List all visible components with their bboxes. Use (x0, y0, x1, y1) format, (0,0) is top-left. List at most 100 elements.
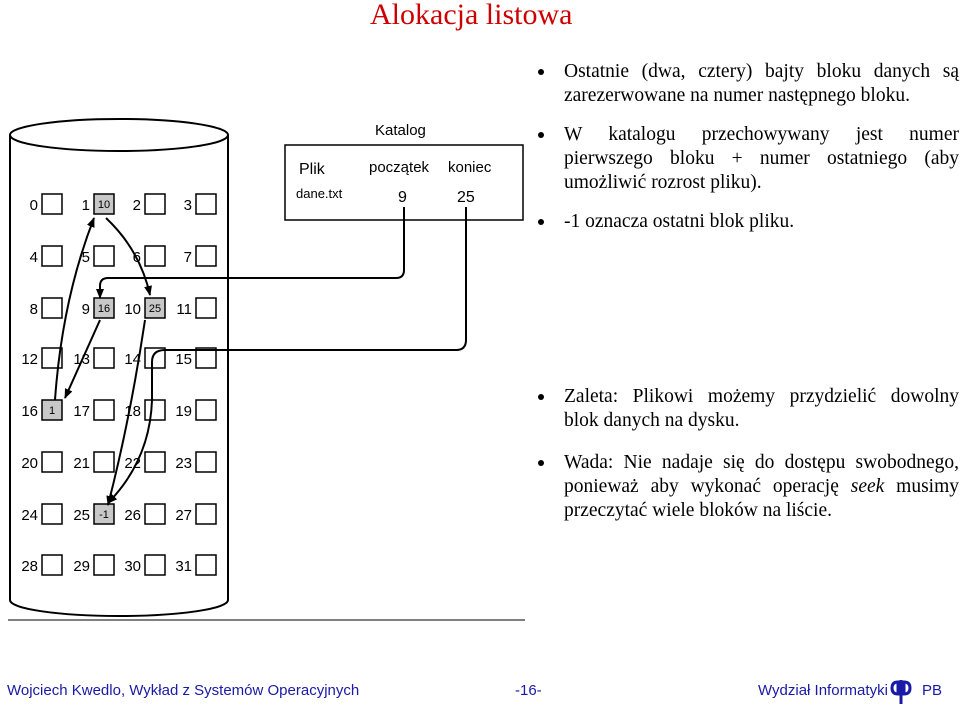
free-block (195, 347, 217, 369)
free-block (195, 451, 217, 473)
free-block (144, 503, 166, 525)
block-number-label: 23 (175, 455, 192, 472)
bullet-item: Ostatnie (dwa, cztery) bajty bloku danyc… (538, 60, 959, 108)
block-number-label: 17 (73, 403, 90, 420)
bullet-list-top: Ostatnie (dwa, cztery) bajty bloku danyc… (538, 60, 959, 249)
free-block (93, 554, 115, 576)
block-number-label: 1 (82, 197, 90, 214)
block-number-label: 9 (82, 301, 90, 318)
footer-page-number: -16- (515, 682, 542, 699)
free-block (144, 554, 166, 576)
directory-col-file: Plik (299, 161, 326, 178)
used-block (41, 399, 63, 421)
arrow-dir-start-to-9 (96, 207, 405, 299)
block-number-label: 14 (124, 351, 141, 368)
block-number-label: 10 (124, 301, 141, 318)
footer-author: Wojciech Kwedlo, Wykład z Systemów Opera… (7, 682, 360, 699)
block-number-label: 15 (175, 351, 192, 368)
used-block (93, 193, 115, 215)
free-block (41, 245, 63, 267)
linked-allocation-diagram: Katalog Plik początek koniec dane.txt 9 … (8, 118, 525, 621)
block-number-label: 25 (73, 507, 90, 524)
logo-text: PB (922, 682, 943, 699)
arrow-10-to-25 (106, 319, 146, 506)
free-block (195, 245, 217, 267)
free-block (195, 554, 217, 576)
pointer-arrows (54, 207, 467, 506)
bullet-text-emphasis: seek (850, 476, 885, 497)
block-number-label: 8 (30, 301, 38, 318)
block-number-label: 29 (73, 558, 90, 575)
block-number-label: 0 (30, 197, 38, 214)
disk-cylinder (9, 118, 229, 617)
free-block (144, 245, 166, 267)
used-block (144, 297, 166, 319)
directory-col-end: koniec (448, 159, 492, 176)
bullet-text-pre: Wada: Nie nadaje się do dostępu swobodne… (564, 452, 959, 497)
block-number-label: 21 (73, 455, 90, 472)
footer-faculty: Wydział Informatyki (758, 682, 888, 699)
block-number-label: 16 (21, 403, 38, 420)
bullet-item: Wada: Nie nadaje się do dostępu swobodne… (538, 451, 959, 523)
bullet-list-bottom: Zaleta: Plikowi możemy przydzielić dowol… (538, 385, 959, 541)
block-number-label: 20 (21, 455, 38, 472)
block-number-label: 7 (184, 249, 192, 266)
free-block (195, 193, 217, 215)
slide-title: Alokacja listowa (370, 0, 573, 31)
next-block-pointer: 10 (98, 199, 110, 211)
directory-col-start: początek (369, 159, 430, 176)
directory-start-value: 9 (398, 189, 407, 206)
directory-table: Katalog Plik początek koniec dane.txt 9 … (284, 122, 524, 221)
free-block (41, 554, 63, 576)
block-number-label: 5 (82, 249, 90, 266)
next-block-pointer: 16 (98, 303, 110, 315)
free-block (195, 297, 217, 319)
block-number-label: 3 (184, 197, 192, 214)
free-block (41, 193, 63, 215)
free-block (144, 399, 166, 421)
free-block (144, 451, 166, 473)
block-number-label: 19 (175, 403, 192, 420)
arrow-1-to-10 (105, 217, 152, 296)
block-number-label: 30 (124, 558, 141, 575)
block-number-label: 2 (133, 197, 141, 214)
free-block (144, 193, 166, 215)
block-number-label: 27 (175, 507, 192, 524)
free-block (41, 297, 63, 319)
block-number-label: 12 (21, 351, 38, 368)
block-number-label: 22 (124, 455, 141, 472)
block-number-label: 26 (124, 507, 141, 524)
block-number-label: 28 (21, 558, 38, 575)
directory-file-name: dane.txt (296, 186, 343, 201)
free-block (93, 245, 115, 267)
free-block (93, 451, 115, 473)
next-block-pointer: 1 (49, 405, 55, 417)
free-block (93, 399, 115, 421)
free-block (93, 347, 115, 369)
arrow-9-to-16 (64, 319, 101, 399)
free-block (41, 451, 63, 473)
directory-end-value: 25 (457, 189, 475, 206)
block-number-label: 31 (175, 558, 192, 575)
block-number-label: 24 (21, 507, 38, 524)
bullet-text-post: musimy przeczytać wiele bloków na liście… (564, 476, 959, 521)
used-block (93, 503, 115, 525)
bullet-item: W katalogu przechowywany jest numer pier… (538, 123, 959, 195)
used-block (93, 297, 115, 319)
free-block (195, 399, 217, 421)
next-block-pointer: 25 (149, 303, 161, 315)
free-block (144, 347, 166, 369)
university-logo-icon (890, 680, 912, 704)
arrow-16-to-1 (54, 217, 95, 401)
arrow-dir-end-to-25 (107, 207, 467, 504)
next-block-pointer: -1 (99, 509, 109, 521)
block-number-label: 18 (124, 403, 141, 420)
bullet-item: Zaleta: Plikowi możemy przydzielić dowol… (538, 385, 959, 433)
bullet-item: -1 oznacza ostatni blok pliku. (538, 210, 959, 234)
block-number-label: 4 (30, 249, 38, 266)
free-block (41, 347, 63, 369)
block-number-label: 11 (176, 301, 192, 318)
free-block (41, 503, 63, 525)
directory-caption: Katalog (375, 122, 426, 139)
